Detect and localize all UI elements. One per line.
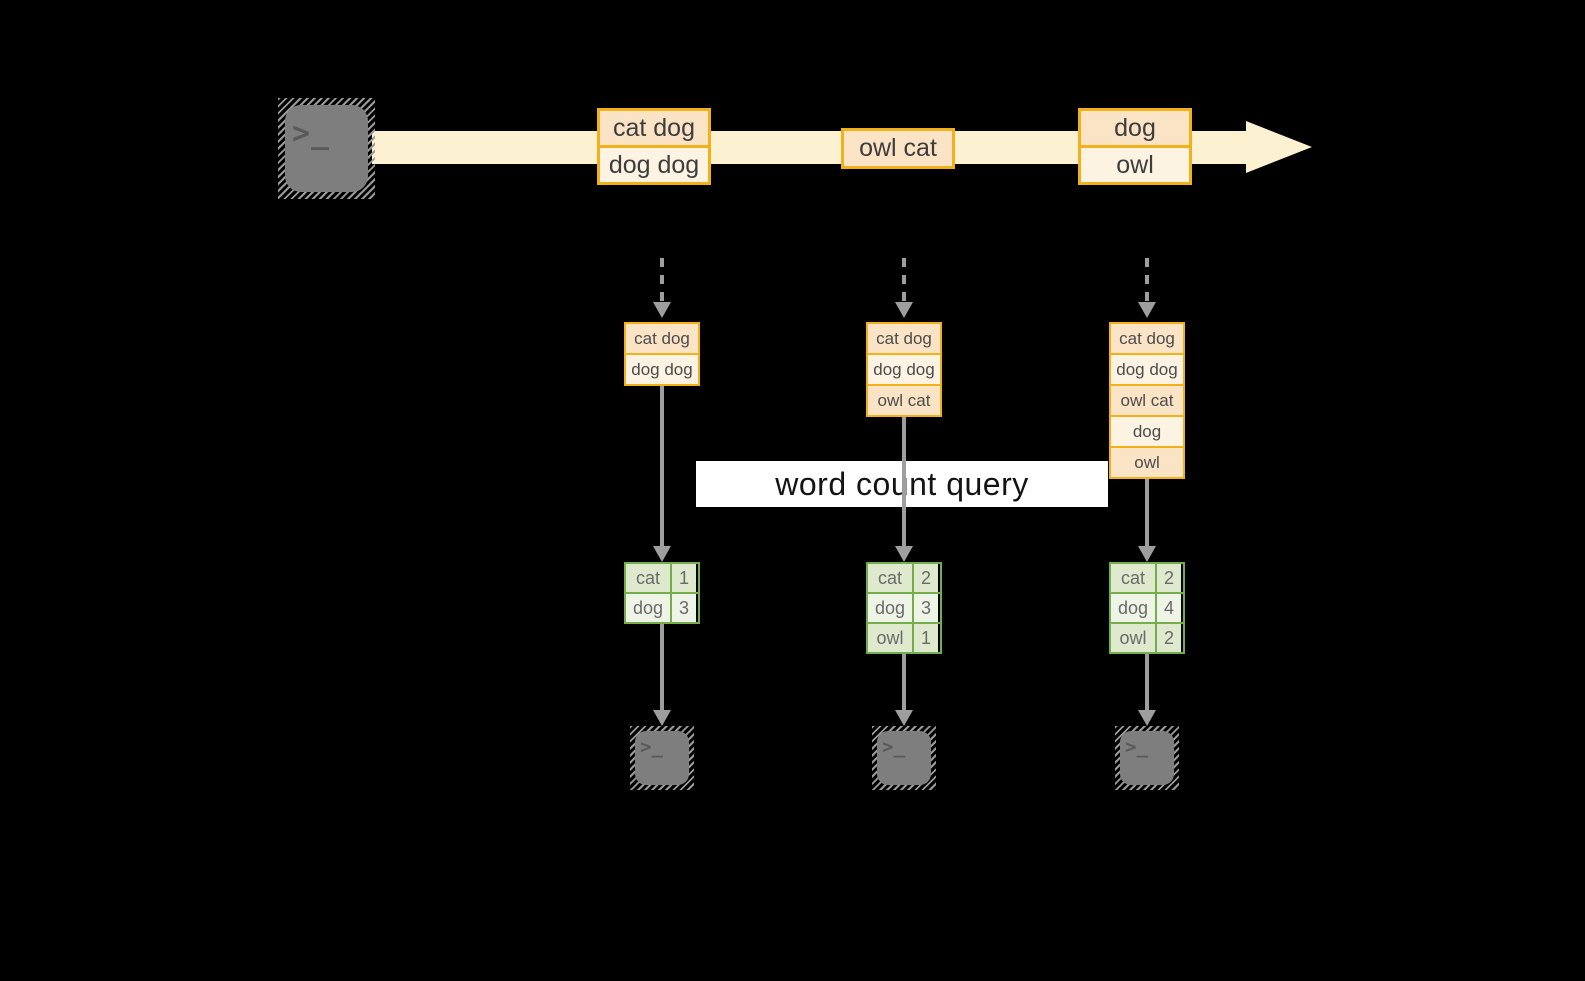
terminal-prompt-glyph: >_ bbox=[292, 116, 331, 151]
word-cell: owl bbox=[868, 624, 914, 652]
word-count-table-3: cat 2 dog 4 owl 2 bbox=[1109, 562, 1185, 654]
table-row: cat 2 bbox=[1111, 564, 1183, 592]
buffer-item: owl bbox=[1111, 446, 1183, 477]
event-line: dog bbox=[1081, 111, 1189, 145]
terminal-prompt-glyph: >_ bbox=[1125, 736, 1148, 758]
arrow-line bbox=[1145, 479, 1149, 546]
dashed-arrow-line bbox=[902, 258, 906, 304]
word-count-table-2: cat 2 dog 3 owl 1 bbox=[866, 562, 942, 654]
event-line: cat dog bbox=[600, 111, 708, 145]
buffer-item: cat dog bbox=[1111, 324, 1183, 353]
dashed-arrow-head-icon bbox=[1138, 302, 1156, 318]
event-line: owl cat bbox=[844, 131, 952, 166]
buffer-item: dog dog bbox=[1111, 353, 1183, 384]
table-row: owl 1 bbox=[868, 622, 940, 652]
count-cell: 3 bbox=[672, 594, 696, 622]
word-cell: dog bbox=[868, 594, 914, 622]
table-row: dog 4 bbox=[1111, 592, 1183, 622]
terminal-screen bbox=[1120, 731, 1174, 785]
stream-event-box-3: dog owl bbox=[1078, 108, 1192, 185]
dashed-arrow-line bbox=[660, 258, 664, 304]
buffer-stack-1: cat dog dog dog bbox=[624, 322, 700, 386]
terminal-screen bbox=[635, 731, 689, 785]
arrow-head-icon bbox=[653, 546, 671, 562]
table-row: cat 2 bbox=[868, 564, 940, 592]
count-cell: 1 bbox=[914, 624, 938, 652]
stream-event-box-1: cat dog dog dog bbox=[597, 108, 711, 185]
consumer-terminal-icon-3: >_ bbox=[1115, 726, 1179, 790]
word-cell: cat bbox=[1111, 564, 1157, 592]
count-cell: 2 bbox=[914, 564, 938, 592]
consumer-terminal-icon-2: >_ bbox=[872, 726, 936, 790]
count-cell: 2 bbox=[1157, 564, 1181, 592]
arrow-head-icon bbox=[895, 546, 913, 562]
buffer-item: dog dog bbox=[626, 353, 698, 384]
word-count-table-1: cat 1 dog 3 bbox=[624, 562, 700, 624]
arrow-line bbox=[902, 654, 906, 710]
arrow-head-icon bbox=[1138, 546, 1156, 562]
terminal-screen bbox=[877, 731, 931, 785]
word-cell: cat bbox=[626, 564, 672, 592]
dashed-arrow-head-icon bbox=[653, 302, 671, 318]
arrow-line bbox=[660, 624, 664, 710]
consumer-terminal-icon-1: >_ bbox=[630, 726, 694, 790]
table-row: owl 2 bbox=[1111, 622, 1183, 652]
word-cell: cat bbox=[868, 564, 914, 592]
word-cell: owl bbox=[1111, 624, 1157, 652]
count-cell: 1 bbox=[672, 564, 696, 592]
terminal-prompt-glyph: >_ bbox=[882, 736, 905, 758]
buffer-item: cat dog bbox=[868, 324, 940, 353]
arrow-line bbox=[902, 417, 906, 546]
buffer-stack-3: cat dog dog dog owl cat dog owl bbox=[1109, 322, 1185, 479]
arrow-line bbox=[1145, 654, 1149, 710]
arrow-line bbox=[660, 386, 664, 546]
buffer-item: dog bbox=[1111, 415, 1183, 446]
count-cell: 3 bbox=[914, 594, 938, 622]
count-cell: 2 bbox=[1157, 624, 1181, 652]
producer-terminal-icon: >_ bbox=[278, 98, 375, 199]
word-cell: dog bbox=[626, 594, 672, 622]
count-cell: 4 bbox=[1157, 594, 1181, 622]
terminal-prompt-glyph: >_ bbox=[640, 736, 663, 758]
buffer-item: owl cat bbox=[1111, 384, 1183, 415]
event-line: dog dog bbox=[600, 145, 708, 182]
dashed-arrow-line bbox=[1145, 258, 1149, 304]
table-row: dog 3 bbox=[626, 592, 698, 622]
dashed-arrow-head-icon bbox=[895, 302, 913, 318]
arrow-head-icon bbox=[653, 710, 671, 726]
buffer-stack-2: cat dog dog dog owl cat bbox=[866, 322, 942, 417]
stream-event-box-2: owl cat bbox=[841, 128, 955, 169]
event-line: owl bbox=[1081, 145, 1189, 182]
table-row: dog 3 bbox=[868, 592, 940, 622]
event-stream-arrowhead-icon bbox=[1246, 121, 1312, 173]
terminal-screen bbox=[285, 105, 368, 192]
arrow-head-icon bbox=[1138, 710, 1156, 726]
arrow-head-icon bbox=[895, 710, 913, 726]
buffer-item: cat dog bbox=[626, 324, 698, 353]
buffer-item: owl cat bbox=[868, 384, 940, 415]
word-cell: dog bbox=[1111, 594, 1157, 622]
buffer-item: dog dog bbox=[868, 353, 940, 384]
table-row: cat 1 bbox=[626, 564, 698, 592]
